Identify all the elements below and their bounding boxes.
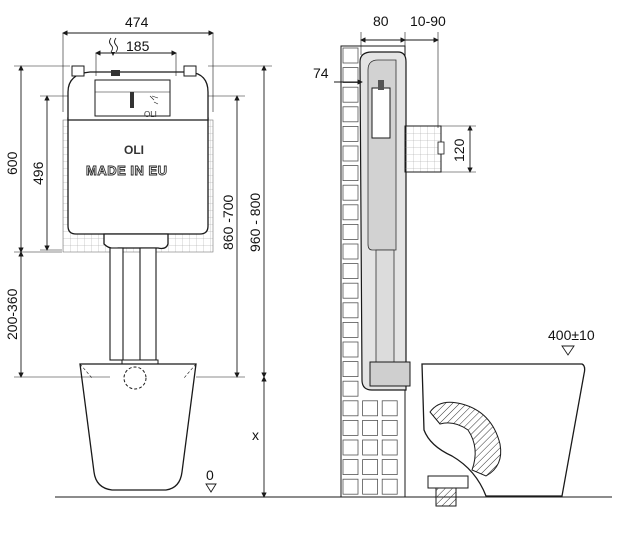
water-flush-icon	[109, 37, 118, 56]
cistern-outlet	[103, 233, 169, 250]
wall-tile	[342, 478, 359, 495]
wall-tile	[342, 165, 359, 182]
cistern-body	[67, 117, 209, 235]
wall-tile	[342, 459, 359, 476]
wall-tile	[342, 380, 359, 397]
wall-tile	[342, 204, 359, 221]
front-view: OLI OLI MADE IN EU 474 185	[4, 14, 272, 498]
dim-474: 474	[125, 14, 149, 30]
wall-tile	[362, 478, 379, 495]
wall-tile	[342, 223, 359, 240]
wall-tile	[342, 243, 359, 260]
wall-tile	[342, 400, 359, 417]
dim-200-360: 200-360	[4, 288, 20, 340]
flush-valve-side	[371, 87, 391, 139]
dim-960-800: 960 - 800	[247, 193, 263, 252]
toilet-bowl-front	[79, 363, 197, 491]
dim-bowl-height: 400±10	[548, 327, 595, 343]
dim-120: 120	[451, 138, 467, 162]
wall-tile	[381, 478, 398, 495]
wall-tile	[342, 47, 359, 64]
wall-tile	[342, 321, 359, 338]
dim-185: 185	[126, 38, 150, 54]
wall-tiles	[342, 47, 398, 495]
wall-tile	[342, 263, 359, 280]
floor-zero-label: 0	[206, 467, 214, 483]
wall-tile	[342, 126, 359, 142]
wall-tile	[342, 282, 359, 299]
inlet-connection	[404, 125, 442, 173]
brand-small-label: OLI	[144, 110, 157, 119]
wall-tile	[342, 106, 359, 123]
level-triangle-icon	[205, 483, 217, 493]
dim-860-700: 860 -700	[220, 195, 236, 250]
wall-tile	[362, 400, 379, 417]
dim-80: 80	[373, 13, 389, 29]
wall-tile	[362, 439, 379, 456]
wall-tile	[342, 67, 359, 83]
outlet-pipe-hatched	[429, 401, 502, 477]
wall-tile	[342, 145, 359, 162]
wall-tile	[342, 361, 359, 378]
side-view: 80 10-90 74 120 400±10	[313, 13, 595, 507]
left-leg	[109, 247, 124, 361]
wall-tile	[342, 439, 359, 456]
brand-logo: OLI	[124, 143, 144, 157]
wall-tile	[381, 459, 398, 476]
wall-tile	[342, 419, 359, 436]
dim-600: 600	[4, 151, 20, 175]
wall-tile	[381, 400, 398, 417]
wall-tile	[381, 439, 398, 456]
bowl-level-triangle-icon	[561, 345, 575, 356]
made-in-label: MADE IN EU	[86, 163, 168, 178]
dim-74: 74	[313, 65, 329, 81]
wall-tile	[362, 419, 379, 436]
wall-tile	[342, 302, 359, 319]
wall-tile	[342, 341, 359, 358]
wall-tile	[362, 459, 379, 476]
bowl-inlet	[123, 366, 147, 390]
toilet-bowl-side	[421, 363, 586, 497]
dim-x: x	[252, 427, 259, 443]
wall-tile	[342, 86, 359, 103]
wall-tile	[381, 419, 398, 436]
wall-tile	[342, 184, 359, 201]
dim-10-90: 10-90	[410, 13, 446, 29]
flush-pipe	[139, 247, 157, 361]
dim-496: 496	[30, 161, 46, 185]
